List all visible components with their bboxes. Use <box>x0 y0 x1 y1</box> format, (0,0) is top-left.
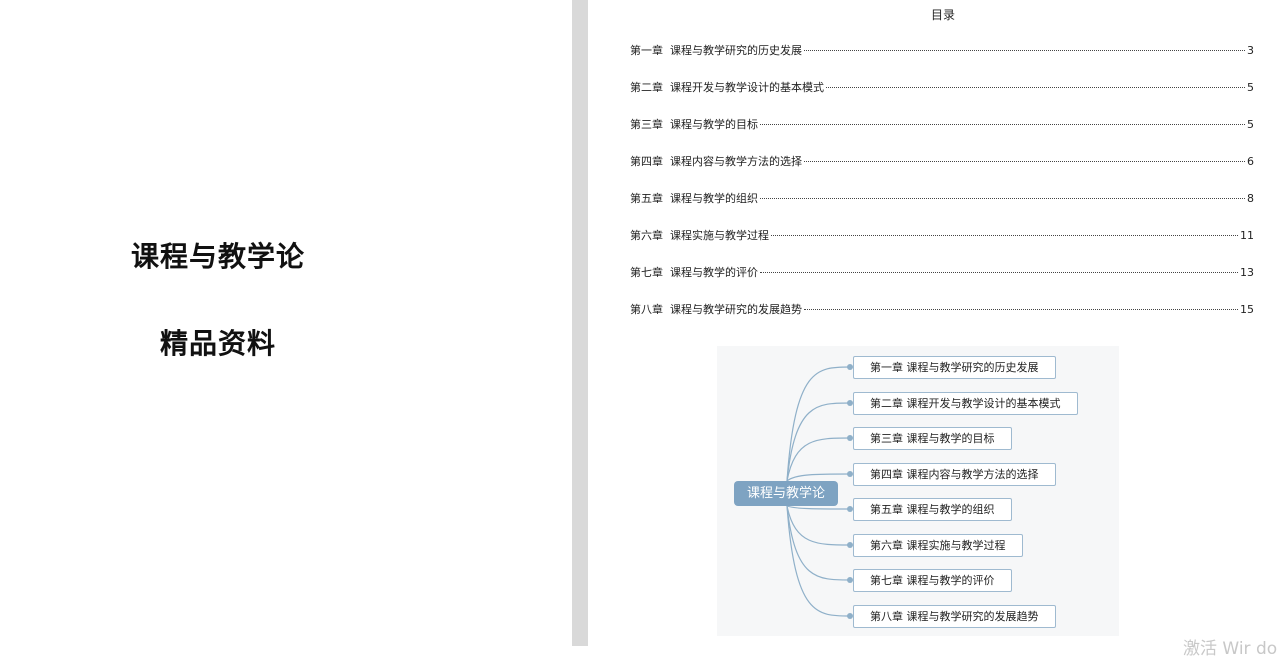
toc-page-number: 15 <box>1240 303 1254 316</box>
mindmap-connector <box>786 505 851 617</box>
mindmap-connectors <box>786 366 851 617</box>
toc-page: 目录 第一章 课程与教学研究的历史发展 3 第二章 课程开发与教学设计的基本模式… <box>588 0 1280 646</box>
mindmap-node-dot <box>847 400 853 406</box>
mindmap-connector <box>786 505 851 510</box>
mindmap-connector <box>786 366 851 482</box>
cover-page: 课程与教学论 精品资料 <box>0 0 572 646</box>
toc-title: 课程与教学的组织 <box>670 192 758 205</box>
toc-leader <box>760 198 1245 199</box>
mindmap-root-node[interactable]: 课程与教学论 <box>734 481 838 506</box>
activation-watermark: 激活 Wir do <box>1183 639 1278 659</box>
toc-page-number: 3 <box>1247 44 1254 57</box>
toc-page-number: 11 <box>1240 229 1254 242</box>
toc-entry[interactable]: 第七章 课程与教学的评价 13 <box>630 264 1254 301</box>
toc-chapter: 第二章 <box>630 81 663 94</box>
toc-title: 课程与教学的目标 <box>670 118 758 131</box>
page-gutter <box>572 0 588 646</box>
toc-leader <box>826 87 1245 88</box>
mindmap-connector <box>786 437 851 482</box>
mindmap-node-dot <box>847 542 853 548</box>
toc-chapter: 第七章 <box>630 266 663 279</box>
toc-leader <box>804 50 1245 51</box>
toc-heading: 目录 <box>930 8 955 22</box>
toc-chapter: 第五章 <box>630 192 663 205</box>
toc-entry[interactable]: 第二章 课程开发与教学设计的基本模式 5 <box>630 79 1254 116</box>
mindmap-node-dot <box>847 435 853 441</box>
toc-entry[interactable]: 第八章 课程与教学研究的发展趋势 15 <box>630 301 1254 338</box>
toc-page-number: 5 <box>1247 118 1254 131</box>
mindmap-node[interactable]: 第一章 课程与教学研究的历史发展 <box>853 356 1056 379</box>
mindmap-node-dot <box>847 506 853 512</box>
mindmap-connector <box>786 505 851 581</box>
toc-entry[interactable]: 第一章 课程与教学研究的历史发展 3 <box>630 42 1254 79</box>
toc-list: 第一章 课程与教学研究的历史发展 3 第二章 课程开发与教学设计的基本模式 5 … <box>630 42 1254 338</box>
toc-chapter: 第四章 <box>630 155 663 168</box>
mindmap-node-dot <box>847 364 853 370</box>
toc-title: 课程开发与教学设计的基本模式 <box>670 81 824 94</box>
mindmap-node[interactable]: 第六章 课程实施与教学过程 <box>853 534 1023 557</box>
mindmap-node[interactable]: 第四章 课程内容与教学方法的选择 <box>853 463 1056 486</box>
toc-chapter: 第一章 <box>630 44 663 57</box>
mindmap-node[interactable]: 第五章 课程与教学的组织 <box>853 498 1012 521</box>
toc-leader <box>804 309 1238 310</box>
mindmap-connector <box>786 402 851 482</box>
mindmap-node[interactable]: 第七章 课程与教学的评价 <box>853 569 1012 592</box>
toc-title: 课程内容与教学方法的选择 <box>670 155 802 168</box>
toc-chapter: 第六章 <box>630 229 663 242</box>
toc-title: 课程与教学的评价 <box>670 266 758 279</box>
toc-leader <box>760 124 1245 125</box>
toc-chapter: 第八章 <box>630 303 663 316</box>
mindmap-node[interactable]: 第八章 课程与教学研究的发展趋势 <box>853 605 1056 628</box>
mindmap-node-dot <box>847 613 853 619</box>
toc-entry[interactable]: 第三章 课程与教学的目标 5 <box>630 116 1254 153</box>
toc-title: 课程与教学研究的历史发展 <box>670 44 802 57</box>
cover-title: 课程与教学论 <box>130 240 305 273</box>
toc-page-number: 6 <box>1247 155 1254 168</box>
toc-leader <box>804 161 1245 162</box>
mindmap-node[interactable]: 第二章 课程开发与教学设计的基本模式 <box>853 392 1078 415</box>
toc-page-number: 8 <box>1247 192 1254 205</box>
mindmap-node-dot <box>847 471 853 477</box>
toc-entry[interactable]: 第四章 课程内容与教学方法的选择 6 <box>630 153 1254 190</box>
toc-entry[interactable]: 第五章 课程与教学的组织 8 <box>630 190 1254 227</box>
toc-page-number: 13 <box>1240 266 1254 279</box>
toc-chapter: 第三章 <box>630 118 663 131</box>
mindmap-connector <box>786 505 851 546</box>
toc-leader <box>771 235 1238 236</box>
toc-page-number: 5 <box>1247 81 1254 94</box>
toc-leader <box>760 272 1238 273</box>
toc-title: 课程与教学研究的发展趋势 <box>670 303 802 316</box>
mindmap-node-dot <box>847 577 853 583</box>
mindmap-node[interactable]: 第三章 课程与教学的目标 <box>853 427 1012 450</box>
mindmap-diagram: 课程与教学论 第一章 课程与教学研究的历史发展 第二章 课程开发与教学设计的基本… <box>717 346 1119 636</box>
toc-title: 课程实施与教学过程 <box>670 229 769 242</box>
cover-subtitle: 精品资料 <box>159 327 276 360</box>
mindmap-connector <box>786 473 851 482</box>
toc-entry[interactable]: 第六章 课程实施与教学过程 11 <box>630 227 1254 264</box>
